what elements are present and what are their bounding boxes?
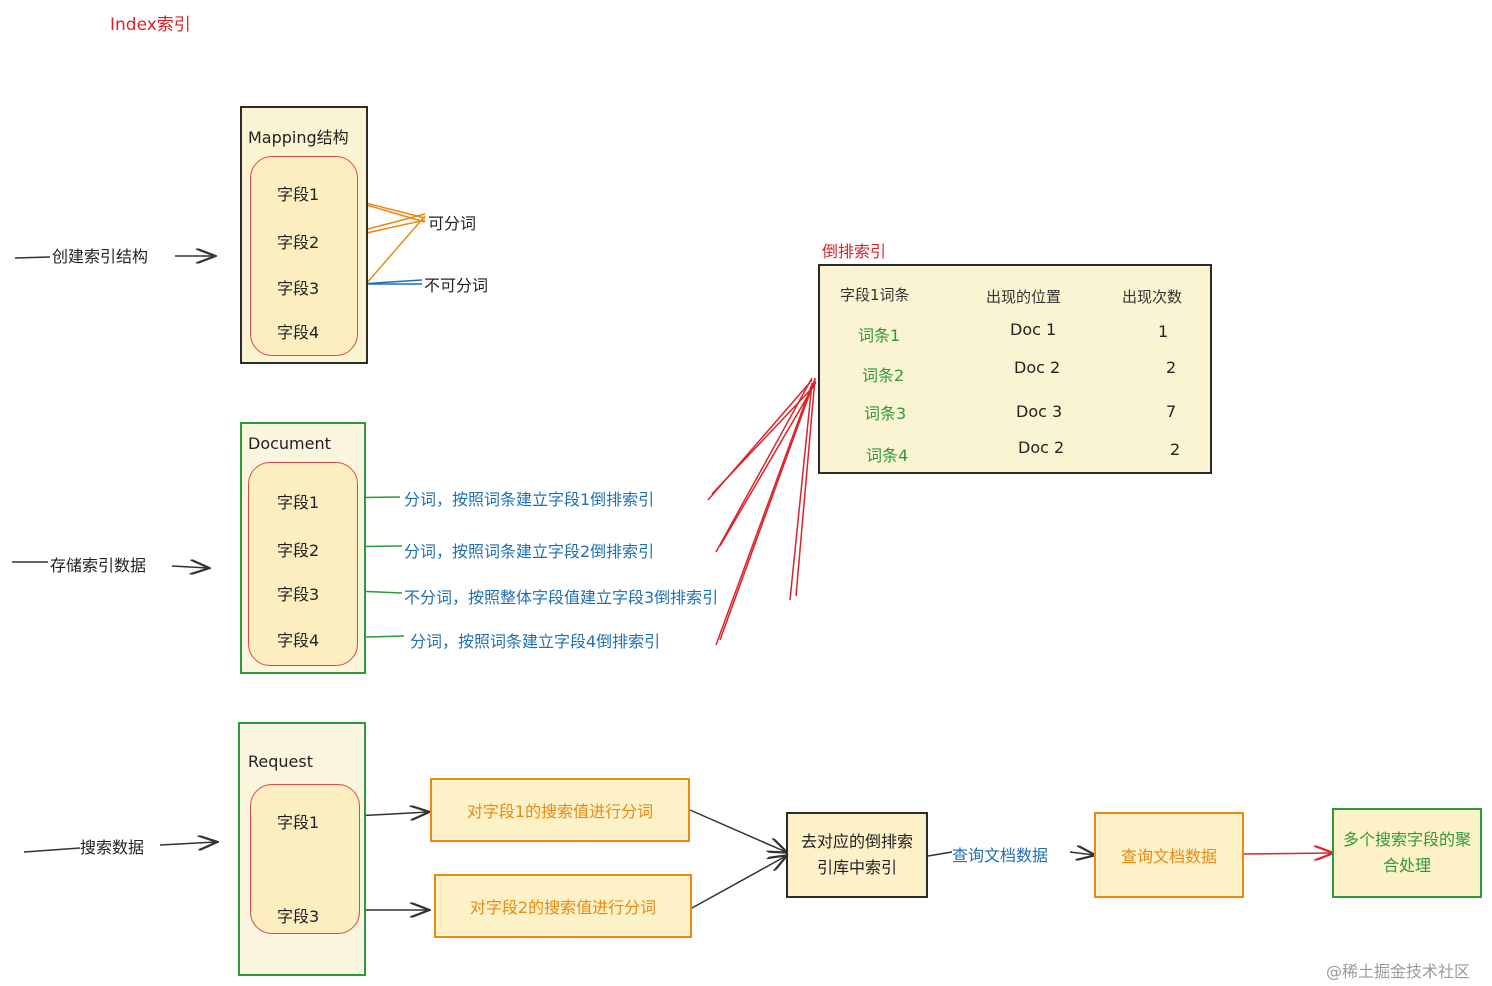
table-row-1-term: 词条1	[858, 326, 901, 345]
lookup-index-step: 去对应的倒排索引库中索引	[786, 812, 928, 898]
table-row-1-doc: Doc 1	[1010, 320, 1057, 339]
inverted-index-table: 字段1词条 出现的位置 出现次数 词条1 Doc 1 1 词条2 Doc 2 2…	[818, 264, 1212, 474]
col-header-position: 出现的位置	[986, 288, 1062, 306]
table-row-4-count: 2	[1170, 440, 1181, 459]
create-index-label: 创建索引结构	[52, 247, 149, 266]
request-box: Request 字段1 字段3	[238, 722, 366, 976]
doc-note-2: 分词，按照词条建立字段2倒排索引	[404, 542, 655, 561]
not-tokenized-label: 不可分词	[424, 276, 489, 295]
mapping-field-1: 字段1	[277, 185, 320, 204]
mapping-field-2: 字段2	[277, 233, 320, 252]
mapping-field-3: 字段3	[277, 279, 320, 298]
query-docs-step: 查询文档数据	[1094, 812, 1244, 898]
diagram-title: Index索引	[110, 15, 191, 35]
document-box: Document 字段1 字段2 字段3 字段4	[240, 422, 366, 674]
table-row-3-doc: Doc 3	[1016, 402, 1063, 421]
mapping-fields-group: 字段1 字段2 字段3 字段4	[250, 156, 358, 356]
col-header-count: 出现次数	[1122, 288, 1183, 306]
doc-note-1: 分词，按照词条建立字段1倒排索引	[404, 490, 655, 509]
document-field-3: 字段3	[277, 585, 320, 604]
mapping-box: Mapping结构 字段1 字段2 字段3 字段4	[240, 106, 368, 364]
request-header: Request	[248, 752, 313, 771]
table-row-4-term: 词条4	[866, 446, 909, 465]
table-row-2-doc: Doc 2	[1014, 358, 1061, 377]
tokenize-field1-step: 对字段1的搜索值进行分词	[430, 778, 690, 842]
request-fields-group: 字段1 字段3	[250, 784, 360, 934]
store-data-label: 存储索引数据	[50, 556, 147, 575]
document-field-1: 字段1	[277, 493, 320, 512]
table-row-3-count: 7	[1166, 402, 1177, 421]
document-field-4: 字段4	[277, 631, 320, 650]
table-row-3-term: 词条3	[864, 404, 907, 423]
table-row-1-count: 1	[1158, 322, 1169, 341]
mapping-field-4: 字段4	[277, 323, 320, 342]
request-field-1: 字段1	[277, 813, 320, 832]
inverted-index-title: 倒排索引	[822, 242, 887, 261]
table-row-4-doc: Doc 2	[1018, 438, 1065, 457]
tokenized-label: 可分词	[428, 214, 477, 233]
query-docs-label: 查询文档数据	[952, 846, 1049, 865]
table-row-2-term: 词条2	[862, 366, 905, 385]
aggregate-step: 多个搜索字段的聚合处理	[1332, 808, 1482, 898]
table-row-2-count: 2	[1166, 358, 1177, 377]
document-fields-group: 字段1 字段2 字段3 字段4	[248, 462, 358, 666]
watermark: @稀土掘金技术社区	[1326, 962, 1471, 981]
request-field-3: 字段3	[277, 907, 320, 926]
col-header-term: 字段1词条	[840, 286, 910, 304]
doc-note-3: 不分词，按照整体字段值建立字段3倒排索引	[404, 588, 719, 607]
tokenize-field2-step: 对字段2的搜索值进行分词	[434, 874, 692, 938]
document-header: Document	[248, 434, 331, 453]
document-field-2: 字段2	[277, 541, 320, 560]
search-data-label: 搜索数据	[80, 838, 145, 857]
mapping-header: Mapping结构	[248, 128, 349, 147]
doc-note-4: 分词，按照词条建立字段4倒排索引	[410, 632, 661, 651]
